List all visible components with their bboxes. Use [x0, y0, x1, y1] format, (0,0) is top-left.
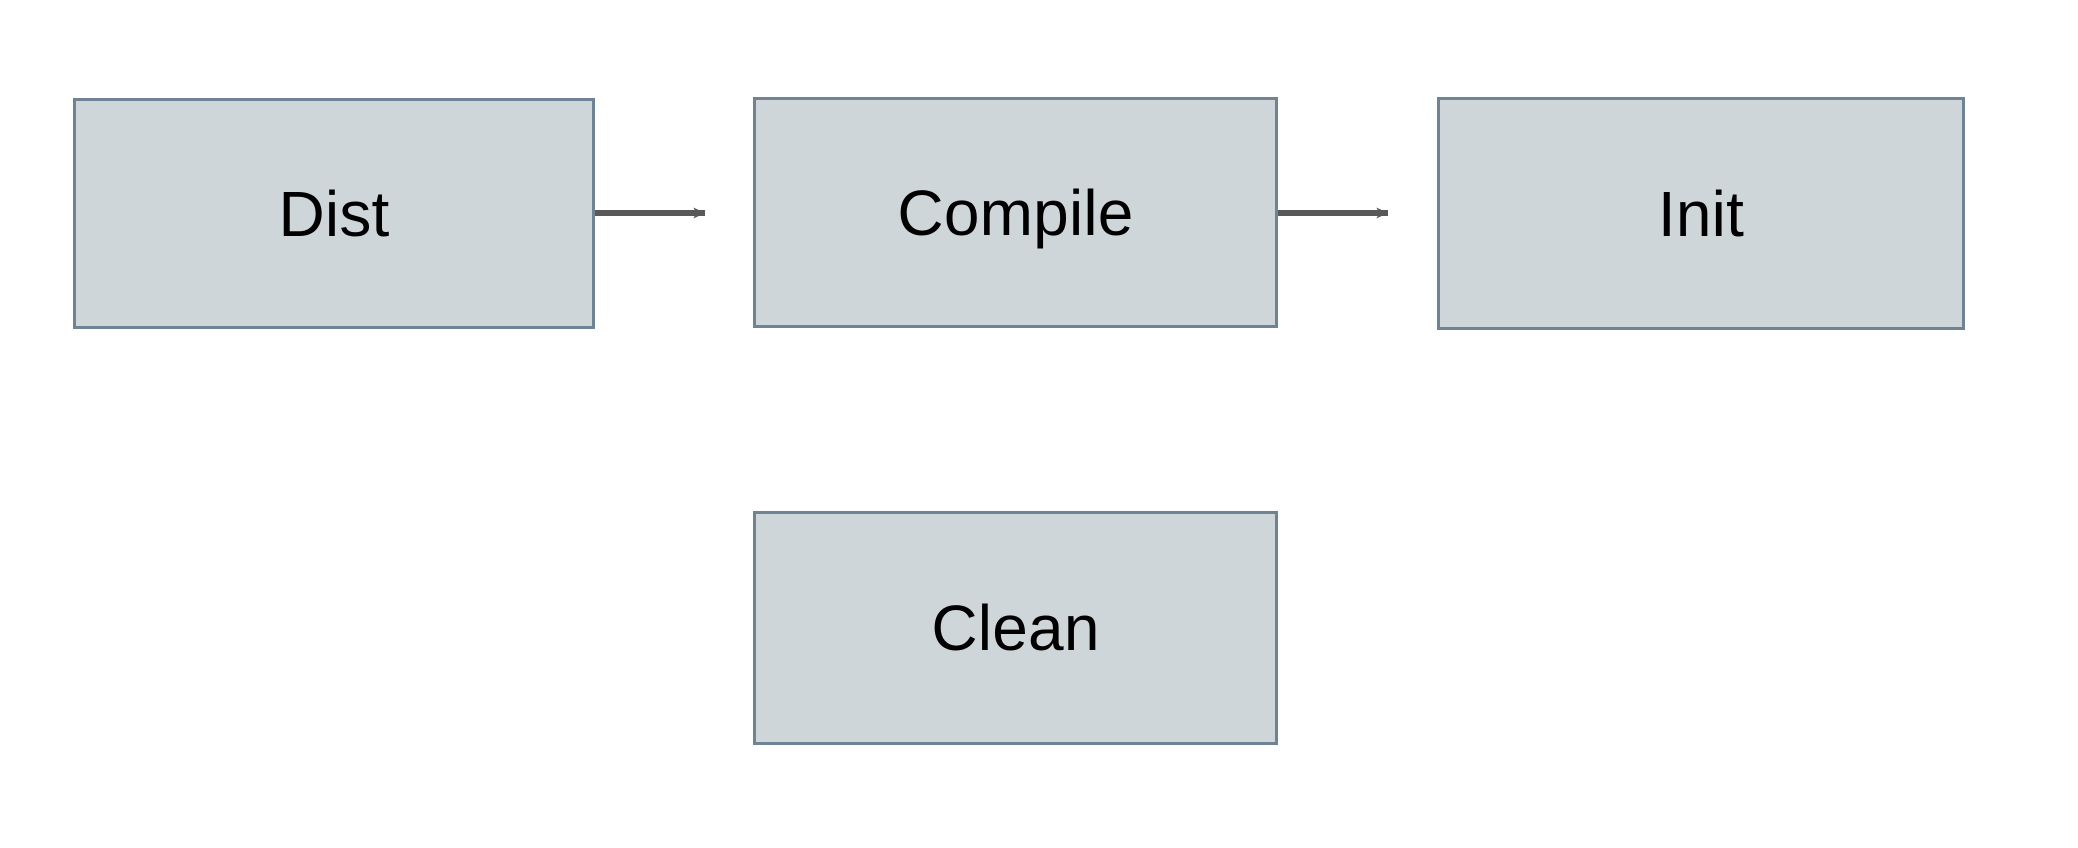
node-init[interactable]: Init	[1437, 97, 1965, 330]
node-compile-label: Compile	[897, 176, 1134, 249]
node-compile[interactable]: Compile	[753, 97, 1278, 328]
node-init-label: Init	[1657, 177, 1745, 250]
node-clean-label: Clean	[931, 592, 1100, 664]
node-dist-label: Dist	[278, 177, 390, 250]
node-dist[interactable]: Dist	[73, 98, 595, 329]
node-clean[interactable]: Clean	[753, 511, 1278, 745]
